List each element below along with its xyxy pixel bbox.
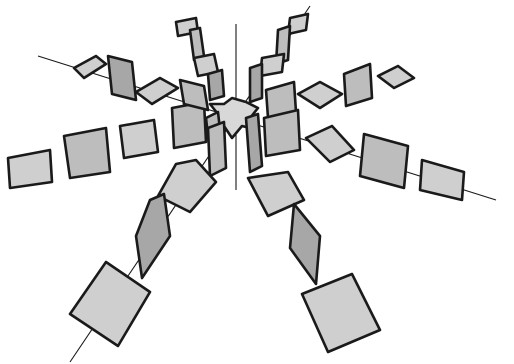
tile-left-3: [120, 120, 158, 158]
tile-ul-2: [108, 56, 136, 100]
tile-uls-4: [208, 70, 224, 100]
tile-left-1: [8, 150, 52, 188]
tile-ur-4: [250, 64, 262, 102]
tile-left-2: [64, 128, 110, 178]
tile-r-5: [264, 110, 300, 156]
tile-ll-1: [208, 122, 226, 176]
hub-right-panel: [246, 114, 262, 172]
tile-ur-3: [260, 54, 284, 76]
